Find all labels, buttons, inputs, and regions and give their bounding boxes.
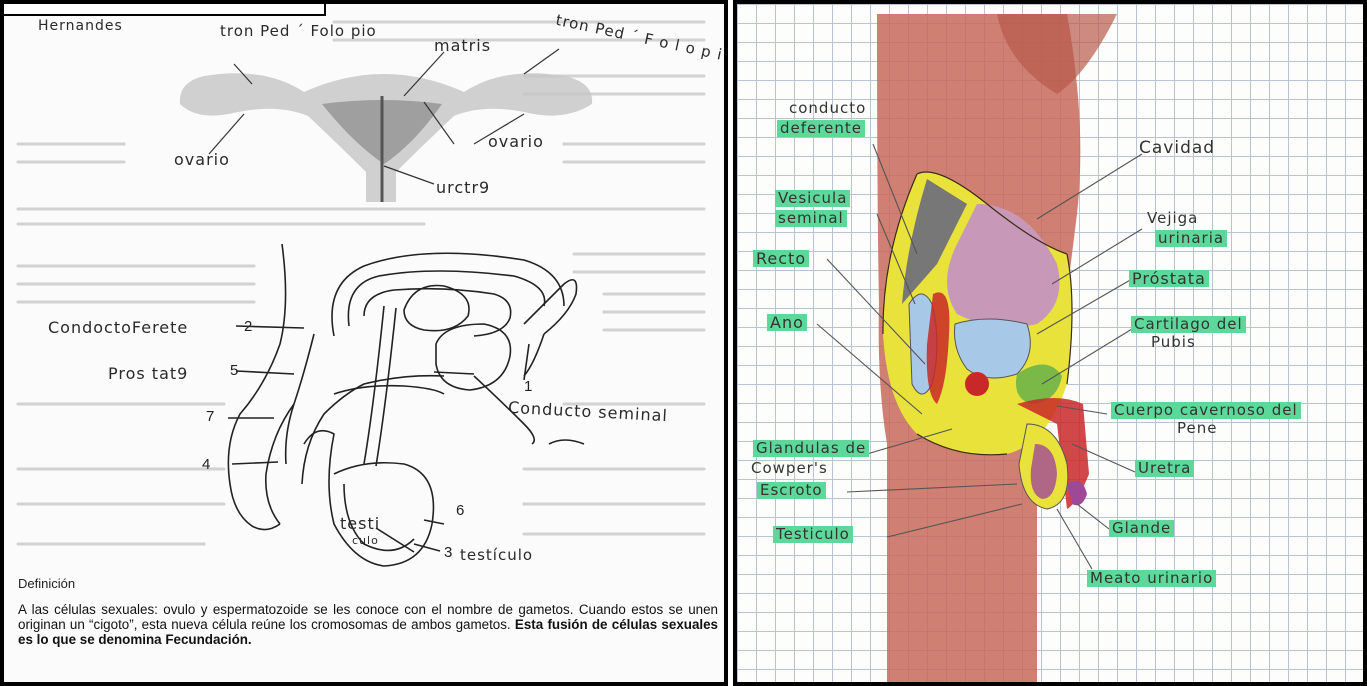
label-prostata: Pros tat9 xyxy=(108,364,188,383)
number-3: 3 xyxy=(444,544,452,561)
label-recto: Recto xyxy=(753,250,809,267)
label-escroto: Escroto xyxy=(757,482,826,499)
label-testiculo: Testiculo xyxy=(773,526,853,543)
author-name: Hernandes xyxy=(38,18,123,34)
label-cartilago-1: Cartilago del xyxy=(1131,316,1246,333)
label-conducto-deferente: CondoctoFerete xyxy=(48,318,188,337)
label-ovary-left: ovario xyxy=(174,150,230,169)
number-1: 1 xyxy=(524,378,532,395)
corner-patch xyxy=(4,4,326,16)
label-ano: Ano xyxy=(767,314,807,331)
label-cavidad: Cavidad xyxy=(1139,140,1215,157)
number-2: 2 xyxy=(244,318,252,335)
label-uterus: matris xyxy=(434,36,491,55)
label-urethra: urctr9 xyxy=(436,178,490,197)
scan-drawing xyxy=(4,4,728,686)
label-prostata: Próstata xyxy=(1129,270,1209,287)
label-culo: culo xyxy=(352,534,379,547)
anatomy-notebook-panel: conducto deferente Cavidad Vesicula semi… xyxy=(733,0,1367,686)
label-ovary-right: ovario xyxy=(488,132,544,151)
reproductive-scan-panel: Hernandes tron Ped ´ Folo pio matris tro… xyxy=(0,0,728,686)
label-cuerpo-1: Cuerpo cavernoso del xyxy=(1111,402,1301,419)
label-vejiga-2: urinaria xyxy=(1155,230,1227,247)
label-testiculo: testículo xyxy=(460,546,533,564)
label-cartilago-2: Pubis xyxy=(1151,334,1196,351)
label-glandulas-2: Cowper's xyxy=(751,460,828,477)
label-uretra: Uretra xyxy=(1135,460,1194,477)
label-vejiga-1: Vejiga xyxy=(1147,210,1198,227)
label-cuerpo-2: Pene xyxy=(1177,420,1217,437)
number-5: 5 xyxy=(230,362,238,379)
label-glandulas-1: Glandulas de xyxy=(753,440,869,457)
number-6: 6 xyxy=(456,502,464,519)
label-vesicula-1: Vesicula xyxy=(775,190,850,207)
label-testi: testi xyxy=(340,514,380,533)
label-fallopian-left: tron Ped ´ Folo pio xyxy=(220,22,377,40)
definition-text: A las células sexuales: ovulo y espermat… xyxy=(18,602,718,647)
label-meato: Meato urinario xyxy=(1087,570,1216,587)
number-7: 7 xyxy=(206,408,214,425)
number-4: 4 xyxy=(202,456,210,473)
label-conducto-1: conducto xyxy=(789,100,866,117)
label-conducto-2: deferente xyxy=(777,120,865,137)
label-vesicula-2: seminal xyxy=(775,210,847,227)
label-glande: Glande xyxy=(1109,520,1174,537)
definition-title: Definición xyxy=(18,576,75,591)
